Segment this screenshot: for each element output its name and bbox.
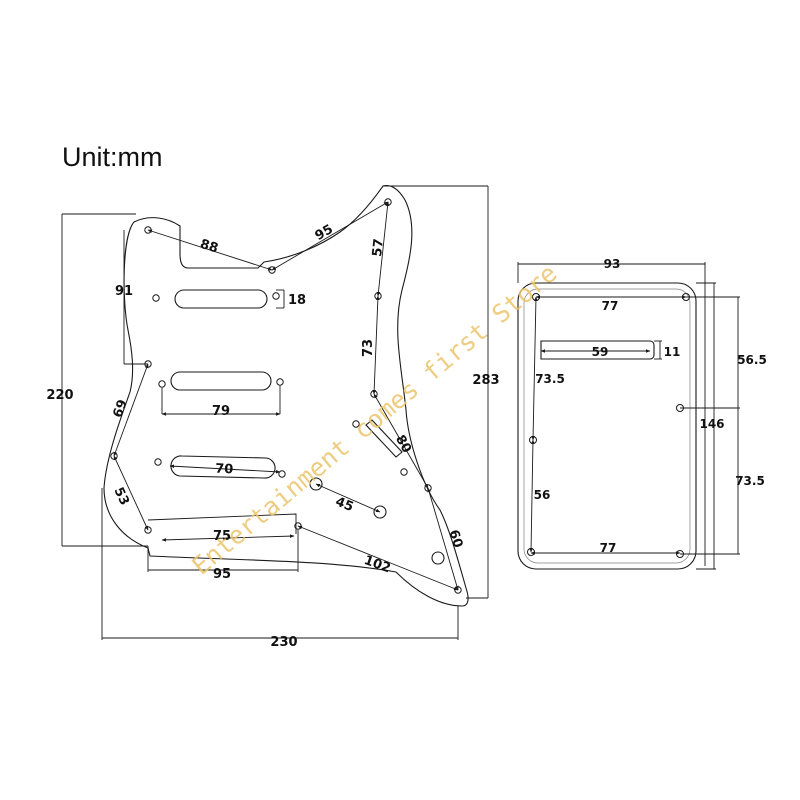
dim-95-bottom: 95 xyxy=(213,567,231,582)
pickup-slot-neck xyxy=(174,289,268,309)
dim-75: 75 xyxy=(213,529,231,544)
pickguard-dimension-lines xyxy=(61,185,489,640)
pickup-slot-bridge xyxy=(170,455,276,479)
bp-dim-56: 56 xyxy=(534,488,551,502)
dim-95-top: 95 xyxy=(313,222,336,244)
pickguard-dimension-labels: 230 283 220 91 88 95 57 73 69 53 18 79 7… xyxy=(46,222,499,650)
dim-91: 91 xyxy=(115,284,133,299)
dim-102: 102 xyxy=(362,553,393,576)
dim-57: 57 xyxy=(370,238,387,258)
bp-dim-59: 59 xyxy=(592,345,609,359)
bp-dim-73-5-left: 73.5 xyxy=(535,372,565,386)
dim-60: 60 xyxy=(445,528,465,550)
dim-53: 53 xyxy=(111,485,132,508)
bp-dim-146: 146 xyxy=(699,417,724,431)
backplate-dimension-lines xyxy=(517,262,740,570)
dim-height-283: 283 xyxy=(472,373,499,388)
dim-69: 69 xyxy=(111,398,131,420)
dim-height-220: 220 xyxy=(46,388,73,403)
bp-dim-93: 93 xyxy=(604,257,621,271)
pickup-slot-middle xyxy=(170,371,272,391)
backplate-screw-holes xyxy=(527,293,690,558)
bp-dim-77-bottom: 77 xyxy=(600,541,617,555)
dim-18: 18 xyxy=(288,293,306,308)
dim-45: 45 xyxy=(333,494,355,515)
store-watermark: Entertainment comes first Store xyxy=(187,258,563,580)
bp-dim-77-top: 77 xyxy=(602,299,619,313)
dim-80: 80 xyxy=(392,433,414,456)
backplate-outline xyxy=(517,282,697,570)
bp-dim-56-5: 56.5 xyxy=(737,353,767,367)
bp-dim-11: 11 xyxy=(664,345,681,359)
dim-70: 70 xyxy=(215,462,234,478)
dim-88: 88 xyxy=(198,237,220,257)
backplate-drawing xyxy=(517,282,697,570)
dim-79: 79 xyxy=(212,404,230,419)
dim-width-230: 230 xyxy=(270,635,297,650)
unit-label: Unit:mm xyxy=(62,142,163,172)
backplate-dimension-labels: 93 77 59 11 56.5 73.5 146 56 73.5 77 xyxy=(534,257,767,555)
bp-dim-73-5-right: 73.5 xyxy=(735,474,765,488)
jack-hole xyxy=(431,551,445,565)
backplate-string-slot xyxy=(540,340,655,360)
backplate-inner-outline xyxy=(523,288,691,564)
dim-73: 73 xyxy=(361,339,376,357)
